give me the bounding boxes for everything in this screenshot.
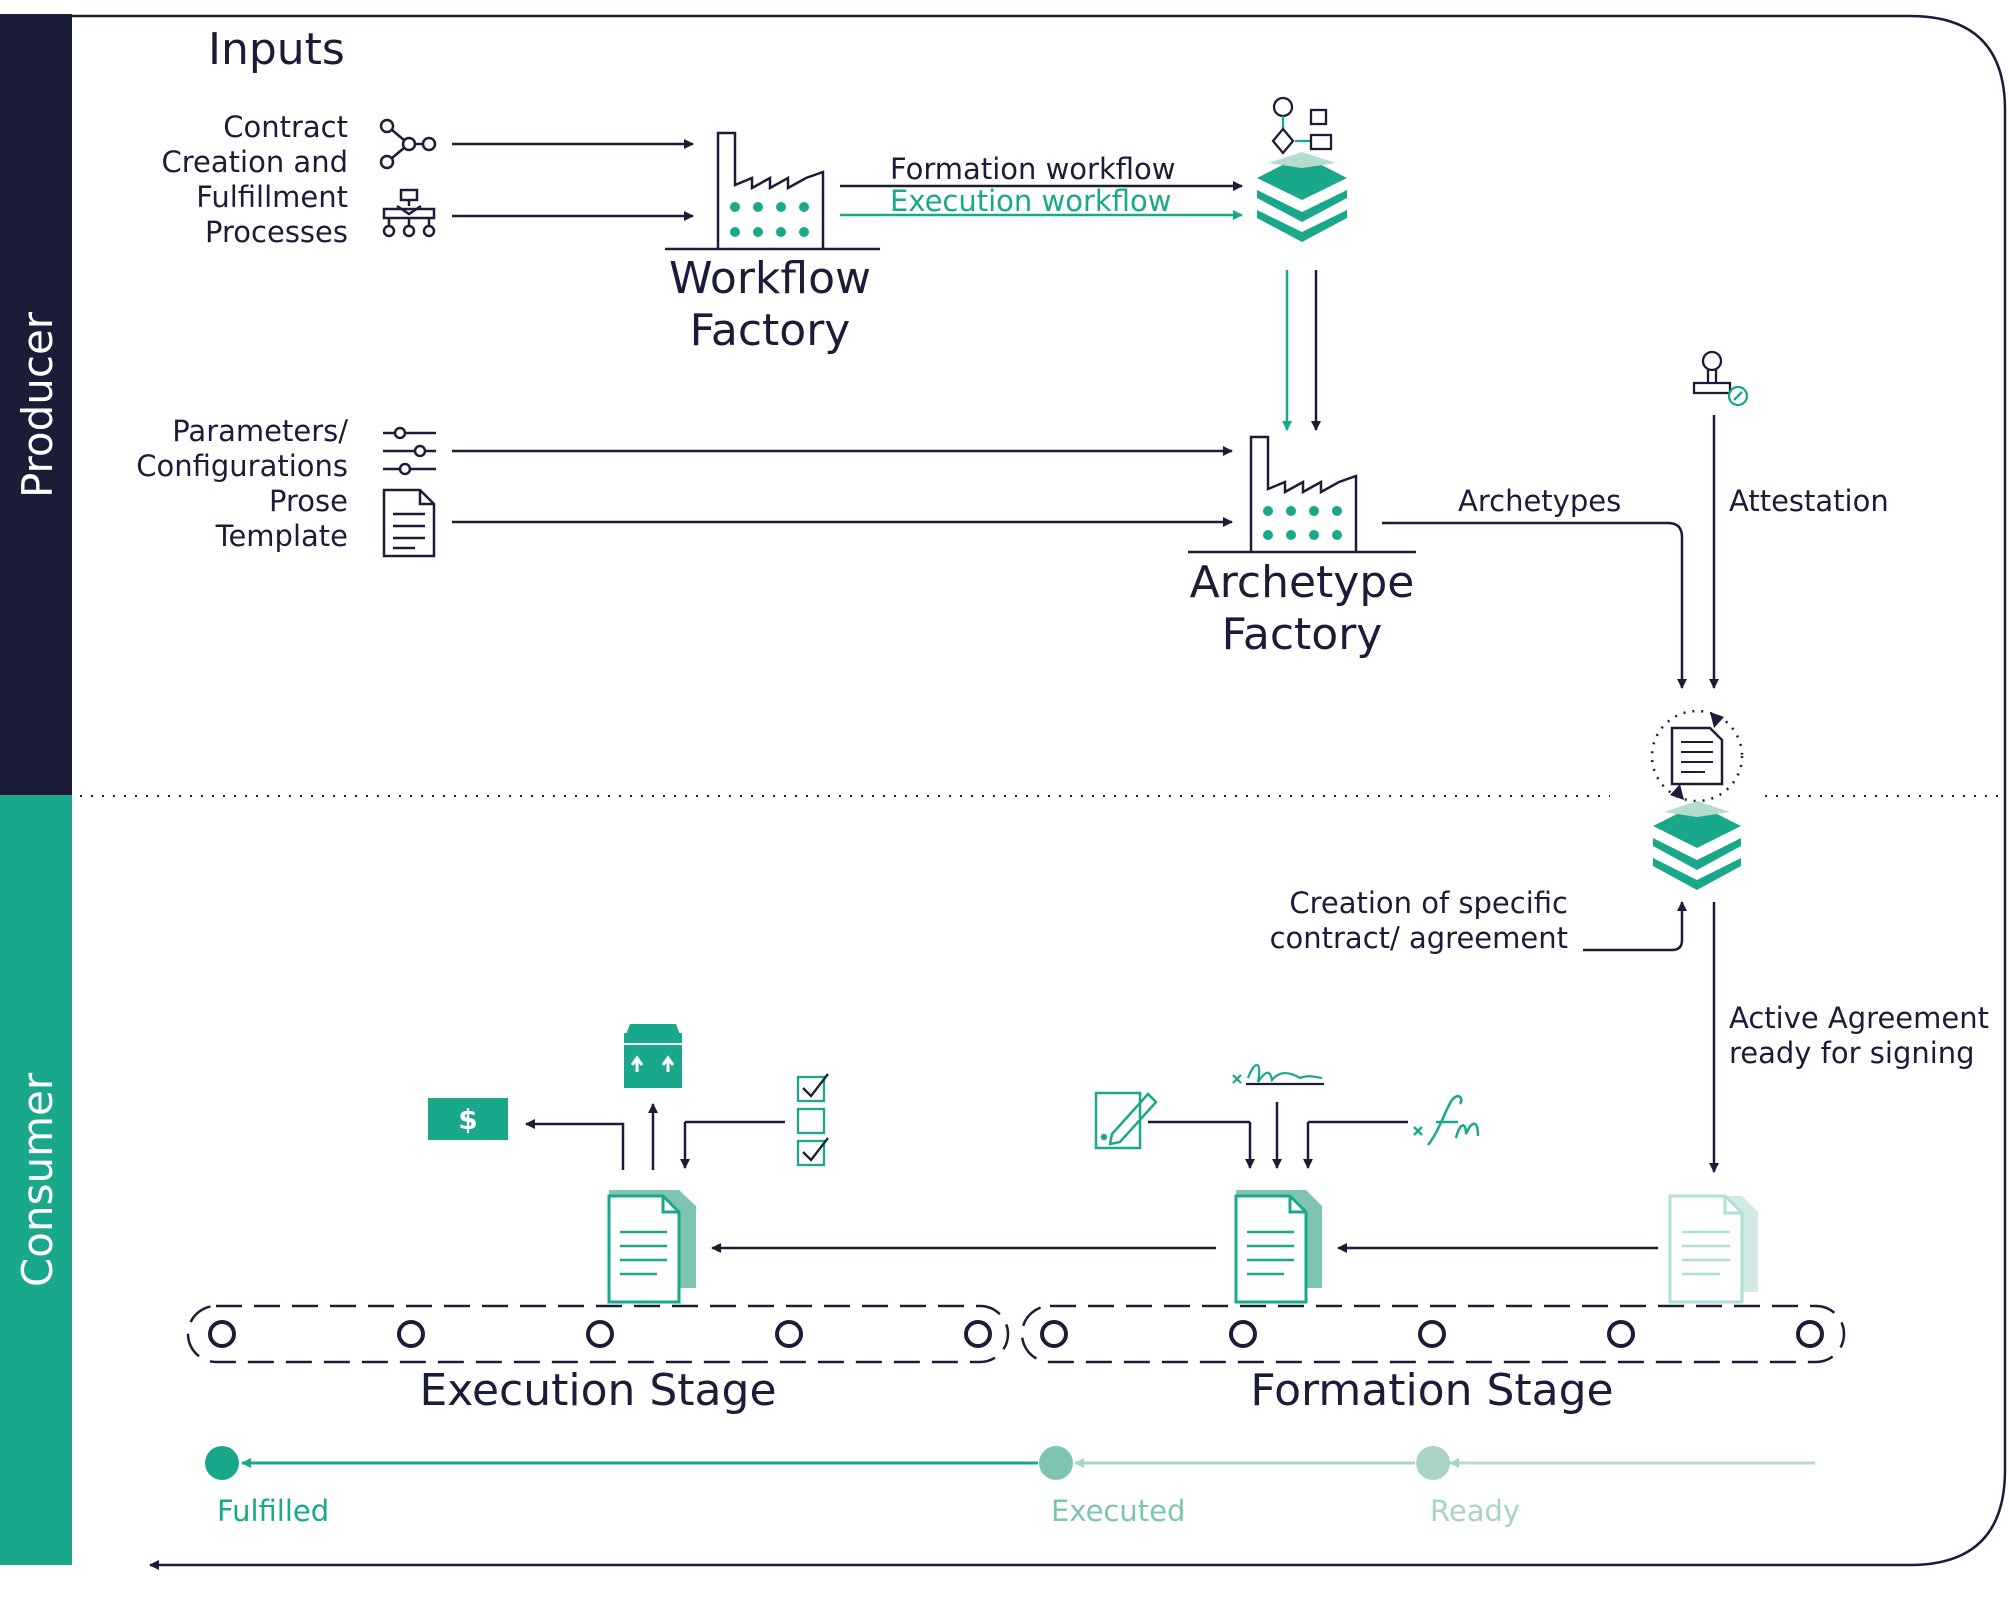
formation-stage-label: Formation Stage <box>1250 1365 1613 1416</box>
flowchart-icon <box>382 188 436 238</box>
archetypes-label: Archetypes <box>1458 484 1621 518</box>
svg-text:Active Agreement: Active Agreement <box>1729 1001 1989 1035</box>
inputs-heading: Inputs <box>208 24 345 75</box>
svg-text:Factory: Factory <box>1222 609 1383 660</box>
svg-text:Fulfillment: Fulfillment <box>196 180 348 214</box>
svg-text:Creation and: Creation and <box>162 145 348 179</box>
svg-text:Processes: Processes <box>205 215 348 249</box>
ready-label: Ready <box>1430 1494 1520 1528</box>
attestation-label: Attestation <box>1729 484 1889 518</box>
execution-stage-label: Execution Stage <box>419 1365 776 1416</box>
consumer-band <box>0 795 72 1565</box>
svg-text:Contract: Contract <box>223 110 348 144</box>
svg-text:Creation of specific: Creation of specific <box>1289 886 1568 920</box>
agreement-layers-icon <box>1653 801 1741 890</box>
formation-workflow-label: Formation workflow <box>890 152 1176 186</box>
executed-label: Executed <box>1051 1494 1185 1528</box>
stamp-icon <box>1692 350 1749 407</box>
ready-document-icon <box>1668 1194 1758 1304</box>
workflow-factory-label: Workflow Factory <box>669 253 871 356</box>
layers-icon <box>1257 152 1347 242</box>
fulfilled-state-dot <box>205 1446 239 1480</box>
svg-text:Template: Template <box>215 519 348 553</box>
shipment-box-icon <box>624 1024 682 1088</box>
execution-conveyor <box>186 1304 1010 1364</box>
document-icon <box>382 488 436 558</box>
svg-text:Factory: Factory <box>690 305 851 356</box>
svg-text:Prose: Prose <box>269 484 348 518</box>
svg-text:$: $ <box>458 1103 477 1136</box>
svg-text:ready for signing: ready for signing <box>1729 1036 1975 1070</box>
process-label: Contract Creation and Fulfillment Proces… <box>162 110 348 249</box>
prose-label: Prose Template <box>215 484 348 553</box>
svg-text:Archetype: Archetype <box>1190 557 1415 608</box>
active-agreement-label: Active Agreement ready for signing <box>1729 1001 1989 1070</box>
sign-icon <box>1413 1094 1480 1146</box>
sliders-icon <box>383 426 436 476</box>
svg-text:Configurations: Configurations <box>136 449 348 483</box>
archetype-factory-icon <box>1188 435 1416 554</box>
producer-label: Producer <box>13 311 62 498</box>
execution-workflow-label: Execution workflow <box>890 184 1171 218</box>
svg-text:Workflow: Workflow <box>669 253 871 304</box>
formation-conveyor <box>1020 1304 1846 1364</box>
svg-text:contract/ agreement: contract/ agreement <box>1270 921 1568 955</box>
fulfilled-label: Fulfilled <box>217 1494 329 1528</box>
workflow-diagram-icon <box>1271 96 1333 155</box>
contract-cycle-icon <box>1650 709 1744 803</box>
signature-icon <box>1232 1063 1324 1086</box>
edit-document-icon <box>1094 1091 1158 1150</box>
workflow-factory-icon <box>665 131 880 251</box>
execution-document-icon <box>607 1190 696 1304</box>
checklist-icon <box>796 1073 829 1167</box>
creation-label: Creation of specific contract/ agreement <box>1270 886 1568 955</box>
frame-border <box>72 14 2007 1570</box>
dollar-icon: $ <box>428 1098 508 1140</box>
consumer-label: Consumer <box>13 1072 62 1287</box>
params-label: Parameters/ Configurations <box>136 414 348 483</box>
svg-text:Parameters/: Parameters/ <box>172 414 348 448</box>
executed-state-dot <box>1039 1446 1073 1480</box>
archetype-factory-label: Archetype Factory <box>1190 557 1415 660</box>
branch-icon <box>379 118 437 170</box>
ready-state-dot <box>1416 1446 1450 1480</box>
formation-document-icon <box>1234 1190 1322 1304</box>
producer-band <box>0 14 72 795</box>
